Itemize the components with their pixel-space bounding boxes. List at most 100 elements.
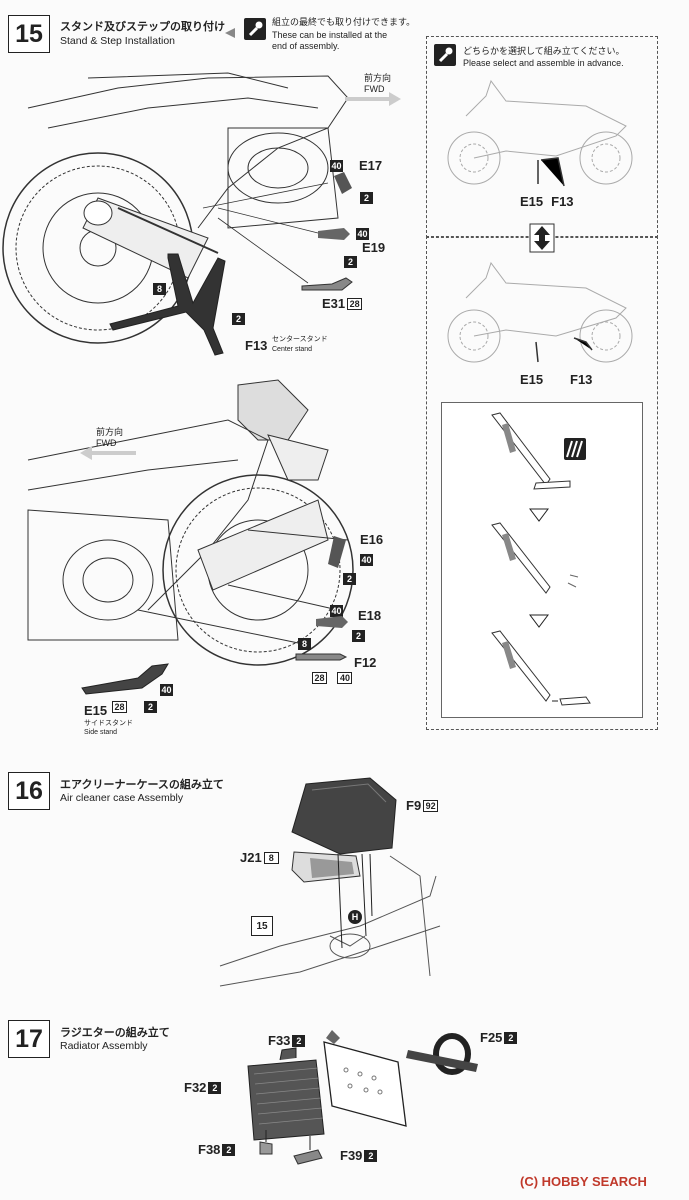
stand-detail-1 (491, 412, 571, 490)
fwd-arrow-left-icon (80, 446, 136, 460)
arrow-down-icon (529, 508, 549, 522)
watermark: (C) HOBBY SEARCH (520, 1174, 647, 1189)
arrow-up-down-icon (529, 223, 555, 253)
color-badge: 28 (112, 701, 127, 713)
qty-badge: 2 (360, 192, 373, 204)
part-f13-en: Center stand (272, 346, 313, 353)
option-b-e15: E15 (520, 372, 544, 387)
color-badge: 40 (360, 554, 373, 566)
step15-title-en: Stand & Step Installation (60, 35, 175, 47)
part-f32-callout: F32 2 (184, 1080, 222, 1095)
wrench-icon-choice (434, 44, 456, 66)
part-e15-color-1: 28 (112, 697, 127, 715)
step15-title-jp: スタンド及びステップの取り付け (60, 21, 225, 33)
part-e16-qty: 2 (343, 569, 356, 587)
part-f12-colors-bottom: 28 40 (312, 668, 353, 686)
color-badge: 92 (423, 799, 439, 812)
qty-badge: 2 (292, 1034, 306, 1047)
stand-detail-3 (491, 630, 591, 706)
marker-h-circle: H (348, 910, 362, 924)
part-e15-color-3: 40 (160, 680, 173, 698)
part-e19-shape (318, 228, 350, 240)
radiator-illustration (247, 1030, 478, 1165)
part-e17-callout: 40 E17 (330, 158, 382, 173)
fwd-en-lower: FWD (96, 438, 117, 448)
part-f13-qty-right: 2 (232, 309, 245, 327)
part-f13-qty-left: 8 (153, 279, 166, 297)
wrench-icon (244, 18, 266, 40)
choice-jp: どちらかを選択して組み立てください。 (463, 46, 625, 56)
step15-note-en-2: end of assembly. (272, 41, 340, 51)
part-label: E17 (359, 158, 383, 173)
part-f12-shape (295, 653, 348, 661)
choice-en: Please select and assemble in advance. (463, 58, 624, 68)
part-f13-jp: センタースタンド (272, 336, 328, 343)
part-e19-label: E19 (362, 240, 386, 255)
fwd-arrow-right-icon (345, 92, 401, 106)
fwd-jp-upper: 前方向 (364, 73, 392, 83)
option-a-labels: E15 F13 (520, 194, 574, 209)
ref-step-box: 15 (251, 916, 273, 936)
part-f38-callout: F38 2 (198, 1142, 236, 1157)
arrow-down-icon-2 (529, 614, 549, 628)
color-badge: 40 (160, 684, 173, 696)
color-badge: 28 (312, 672, 327, 684)
option-a-bike-outline (447, 79, 633, 187)
qty-badge: 2 (504, 1031, 518, 1044)
part-f33-callout: F33 2 (268, 1033, 306, 1048)
stand-detail-2 (491, 522, 579, 594)
qty-badge: 2 (208, 1081, 222, 1094)
part-f13-label: F13 (245, 338, 268, 353)
part-f12-label: F12 (354, 655, 377, 670)
option-b-bike-outline (447, 261, 633, 363)
qty-badge: 2 (352, 630, 365, 642)
part-e15-jp: サイドスタンド (84, 720, 133, 727)
part-e18-label: E18 (358, 608, 382, 623)
part-e19-color: 40 (356, 224, 369, 242)
part-e17-shape (334, 172, 352, 194)
part-e17-qty: 2 (360, 188, 373, 206)
pointer-triangle-icon (225, 28, 235, 38)
part-e16-shape (328, 536, 346, 568)
step-number-17: 17 (8, 1020, 50, 1058)
part-label: F9 (406, 798, 422, 813)
part-f12-color-top: 8 (298, 634, 311, 652)
part-e15-label: E15 (84, 703, 108, 718)
step16-title-jp: エアクリーナーケースの組み立て (60, 779, 224, 791)
color-badge: 40 (337, 672, 353, 684)
qty-badge: 8 (153, 283, 166, 295)
step15-note-en-1: These can be installed at the (272, 30, 388, 40)
color-badge: 40 (356, 228, 369, 240)
option-a-f13: F13 (551, 194, 574, 209)
option-a-e15: E15 (520, 194, 544, 209)
step15-note-jp: 組立の最終でも取り付けできます。 (272, 17, 416, 27)
step-number-16: 16 (8, 772, 50, 810)
center-stand-illustration (2, 72, 349, 356)
color-badge: 40 (330, 605, 343, 617)
part-f9-callout: F9 92 (406, 798, 439, 813)
part-label: E31 (322, 296, 346, 311)
color-badge: 8 (263, 851, 279, 864)
part-e15-en: Side stand (84, 729, 118, 736)
part-e31-shape (301, 277, 353, 291)
side-stand-illustration (27, 379, 354, 666)
part-label: J21 (240, 850, 262, 865)
qty-badge: 2 (344, 256, 357, 268)
color-badge: 28 (347, 297, 363, 310)
part-e16-color: 40 (360, 550, 373, 568)
part-label: F32 (184, 1080, 207, 1095)
qty-badge: 2 (222, 1143, 236, 1156)
part-e15-shape (81, 663, 169, 695)
part-label: F25 (480, 1030, 503, 1045)
part-e31-callout: E31 28 (322, 296, 363, 311)
part-f39-callout: F39 2 (340, 1148, 378, 1163)
fwd-jp-lower: 前方向 (96, 427, 124, 437)
qty-badge: 2 (343, 573, 356, 585)
qty-badge: 2 (144, 701, 157, 713)
option-b-f13: F13 (570, 372, 593, 387)
part-e19-qty: 2 (344, 252, 357, 270)
side-stand-detail-panel (441, 402, 643, 718)
step17-title-jp: ラジエターの組み立て (60, 1027, 170, 1039)
color-badge: 8 (298, 638, 311, 650)
air-cleaner-illustration (219, 777, 441, 987)
